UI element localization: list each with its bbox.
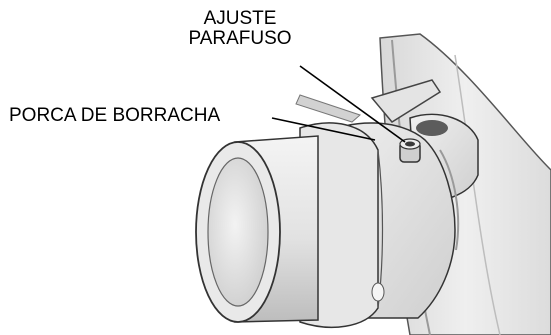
- front-tube: [195, 135, 319, 323]
- leader-line-nut: [271, 117, 376, 141]
- adjust-label-line2: PARAFUSO: [188, 28, 292, 49]
- support-arm: [295, 79, 442, 123]
- adjustment-screw: [399, 138, 421, 163]
- rubber-nut-ring: [299, 122, 385, 328]
- adjust-label-line1: AJUSTE: [203, 8, 277, 29]
- adjust-screw-label: AJUSTE PARAFUSO: [170, 9, 310, 49]
- rubber-nut-label: PORCA DE BORRACHA: [9, 105, 221, 126]
- leader-line-adjust: [299, 65, 406, 143]
